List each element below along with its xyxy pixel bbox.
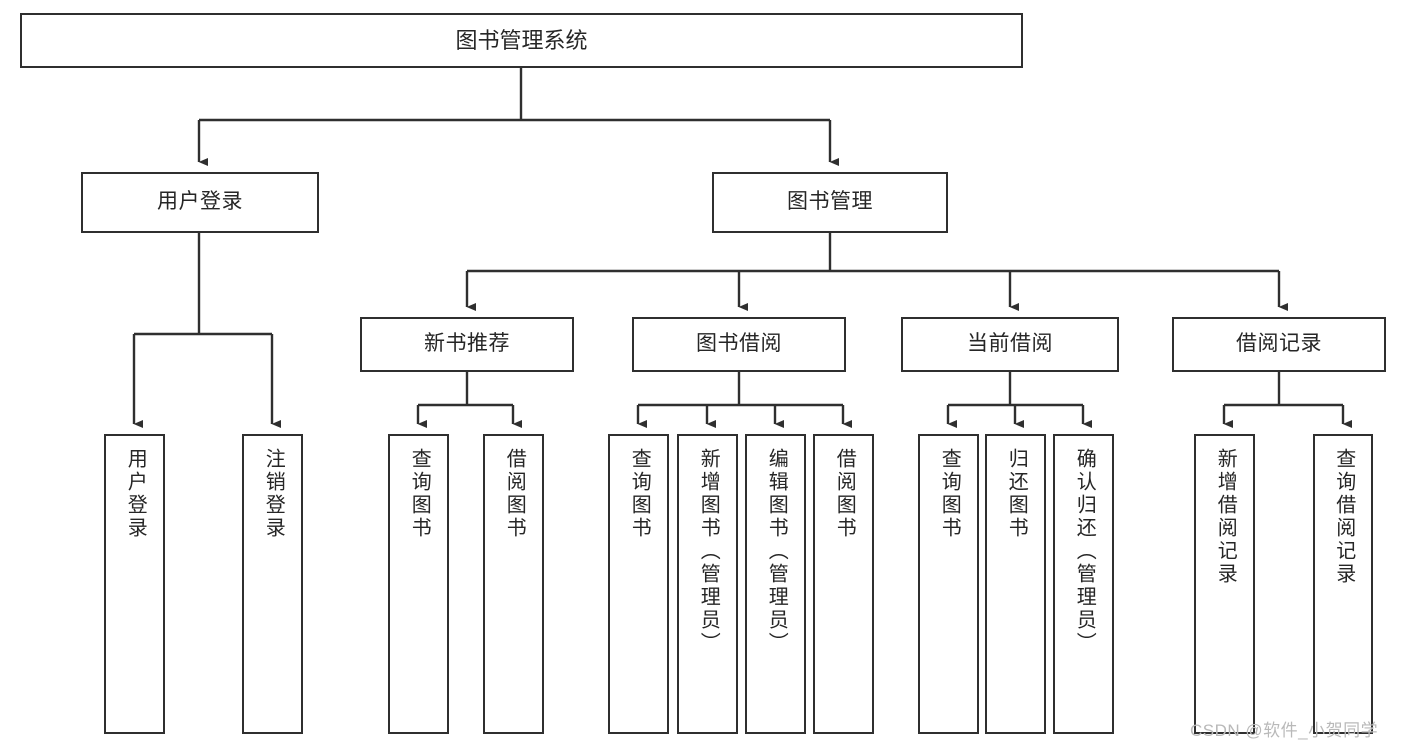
- node-current-borrow-label: 当前借阅: [967, 332, 1053, 356]
- node-leaf-query-book-3-label: 查询图书: [938, 448, 961, 540]
- node-leaf-confirm-return[interactable]: 确认归还（管理员）: [1053, 434, 1114, 734]
- node-new-book-recommend[interactable]: 新书推荐: [360, 317, 574, 372]
- node-borrow-record-label: 借阅记录: [1236, 332, 1322, 356]
- node-leaf-return-book[interactable]: 归还图书: [985, 434, 1046, 734]
- node-leaf-user-login-label: 用户登录: [124, 448, 147, 540]
- node-new-book-recommend-label: 新书推荐: [424, 332, 510, 356]
- node-leaf-query-book-2[interactable]: 查询图书: [608, 434, 669, 734]
- node-leaf-edit-book-label: 编辑图书（管理员）: [765, 448, 788, 655]
- node-leaf-confirm-return-label: 确认归还（管理员）: [1073, 448, 1096, 655]
- node-leaf-query-book-1-label: 查询图书: [408, 448, 431, 540]
- node-leaf-logout-login[interactable]: 注销登录: [242, 434, 303, 734]
- node-book-manage[interactable]: 图书管理: [712, 172, 948, 233]
- node-leaf-borrow-book-2[interactable]: 借阅图书: [813, 434, 874, 734]
- node-leaf-query-book-2-label: 查询图书: [628, 448, 651, 540]
- node-leaf-edit-book[interactable]: 编辑图书（管理员）: [745, 434, 806, 734]
- node-user-login-label: 用户登录: [157, 190, 243, 214]
- node-current-borrow[interactable]: 当前借阅: [901, 317, 1119, 372]
- node-borrow-record[interactable]: 借阅记录: [1172, 317, 1386, 372]
- node-book-manage-label: 图书管理: [787, 190, 873, 214]
- node-leaf-borrow-book-2-label: 借阅图书: [833, 448, 856, 540]
- node-leaf-add-record[interactable]: 新增借阅记录: [1194, 434, 1255, 734]
- node-leaf-query-record[interactable]: 查询借阅记录: [1313, 434, 1373, 734]
- node-leaf-logout-login-label: 注销登录: [262, 448, 285, 540]
- node-book-borrow-label: 图书借阅: [696, 332, 782, 356]
- node-book-borrow[interactable]: 图书借阅: [632, 317, 846, 372]
- node-root[interactable]: 图书管理系统: [20, 13, 1023, 68]
- node-leaf-user-login[interactable]: 用户登录: [104, 434, 165, 734]
- node-user-login[interactable]: 用户登录: [81, 172, 319, 233]
- node-leaf-query-book-1[interactable]: 查询图书: [388, 434, 449, 734]
- node-leaf-borrow-book-1-label: 借阅图书: [503, 448, 526, 540]
- node-leaf-add-book-label: 新增图书（管理员）: [697, 448, 720, 655]
- node-leaf-add-record-label: 新增借阅记录: [1214, 448, 1237, 586]
- node-leaf-query-record-label: 查询借阅记录: [1332, 448, 1355, 586]
- node-root-label: 图书管理系统: [455, 27, 588, 53]
- node-leaf-query-book-3[interactable]: 查询图书: [918, 434, 979, 734]
- csdn-watermark: CSDN @软件_小贺同学: [1190, 721, 1379, 740]
- node-leaf-return-book-label: 归还图书: [1005, 448, 1028, 540]
- node-leaf-add-book[interactable]: 新增图书（管理员）: [677, 434, 738, 734]
- node-leaf-borrow-book-1[interactable]: 借阅图书: [483, 434, 544, 734]
